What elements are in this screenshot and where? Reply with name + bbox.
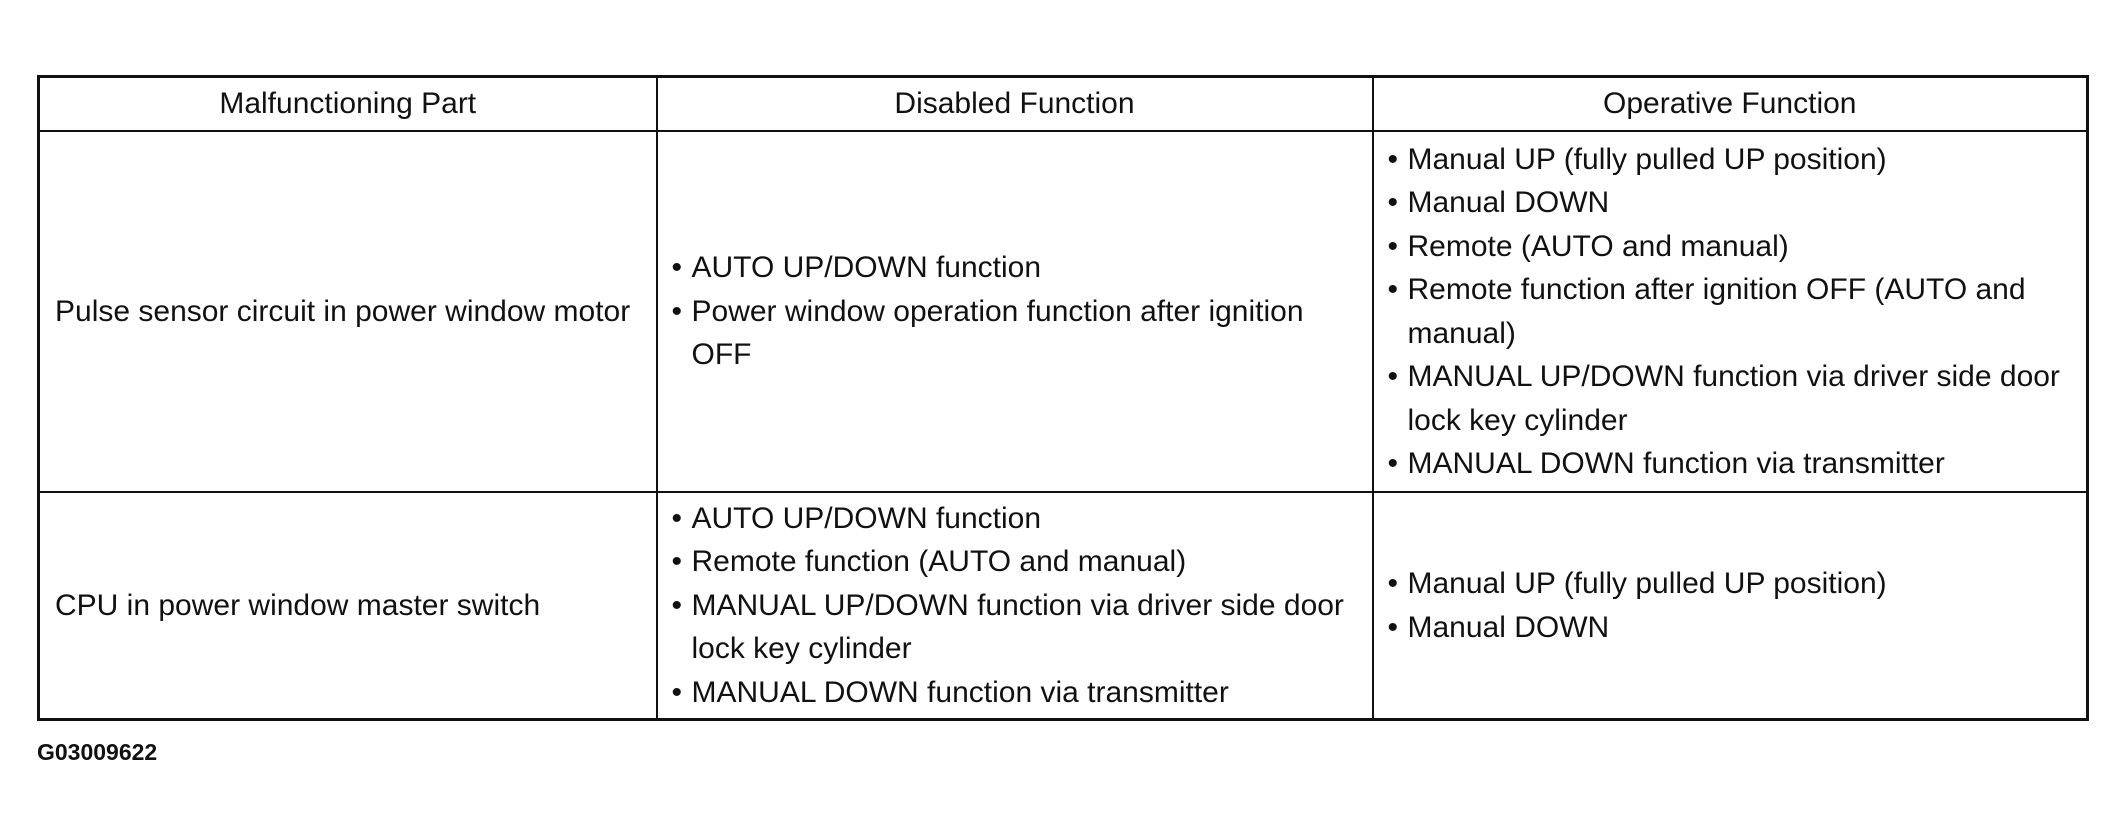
list-item: Remote (AUTO and manual) bbox=[1388, 225, 2067, 269]
header-malfunctioning-part: Malfunctioning Part bbox=[37, 75, 658, 132]
list-item: MANUAL DOWN function via transmitter bbox=[1388, 442, 2067, 486]
operative-cell: Manual UP (fully pulled UP position) Man… bbox=[1371, 491, 2089, 721]
malfunction-table: Malfunctioning Part Disabled Function Op… bbox=[37, 75, 2089, 721]
list-item: Remote function (AUTO and manual) bbox=[672, 540, 1352, 584]
list-item: Manual UP (fully pulled UP position) bbox=[1388, 138, 2067, 182]
list-item: Power window operation function after ig… bbox=[672, 290, 1352, 377]
list-item: AUTO UP/DOWN function bbox=[672, 246, 1352, 290]
part-text: CPU in power window master switch bbox=[55, 588, 541, 622]
part-cell: CPU in power window master switch bbox=[37, 491, 658, 721]
list-item: Manual DOWN bbox=[1388, 606, 2067, 650]
list-item: Manual UP (fully pulled UP position) bbox=[1388, 562, 2067, 606]
list-item: AUTO UP/DOWN function bbox=[672, 497, 1352, 541]
operative-list: Manual UP (fully pulled UP position) Man… bbox=[1374, 562, 2087, 649]
disabled-list: AUTO UP/DOWN function Remote function (A… bbox=[658, 497, 1372, 715]
list-item: MANUAL UP/DOWN function via driver side … bbox=[672, 584, 1352, 671]
part-text: Pulse sensor circuit in power window mot… bbox=[55, 294, 631, 328]
table-row: CPU in power window master switch AUTO U… bbox=[37, 491, 2089, 721]
header-disabled-function: Disabled Function bbox=[655, 75, 1374, 132]
disabled-cell: AUTO UP/DOWN function Power window opera… bbox=[655, 130, 1374, 493]
disabled-list: AUTO UP/DOWN function Power window opera… bbox=[658, 246, 1372, 377]
disabled-cell: AUTO UP/DOWN function Remote function (A… bbox=[655, 491, 1374, 721]
table-row: Pulse sensor circuit in power window mot… bbox=[37, 130, 2089, 493]
figure-id: G03009622 bbox=[37, 739, 158, 765]
header-operative-function: Operative Function bbox=[1371, 75, 2089, 132]
list-item: Manual DOWN bbox=[1388, 181, 2067, 225]
list-item: MANUAL DOWN function via transmitter bbox=[672, 671, 1352, 715]
list-item: MANUAL UP/DOWN function via driver side … bbox=[1388, 355, 2067, 442]
part-cell: Pulse sensor circuit in power window mot… bbox=[37, 130, 658, 493]
list-item: Remote function after ignition OFF (AUTO… bbox=[1388, 268, 2067, 355]
table-header-row: Malfunctioning Part Disabled Function Op… bbox=[37, 75, 2089, 132]
operative-list: Manual UP (fully pulled UP position) Man… bbox=[1374, 138, 2087, 486]
operative-cell: Manual UP (fully pulled UP position) Man… bbox=[1371, 130, 2089, 493]
